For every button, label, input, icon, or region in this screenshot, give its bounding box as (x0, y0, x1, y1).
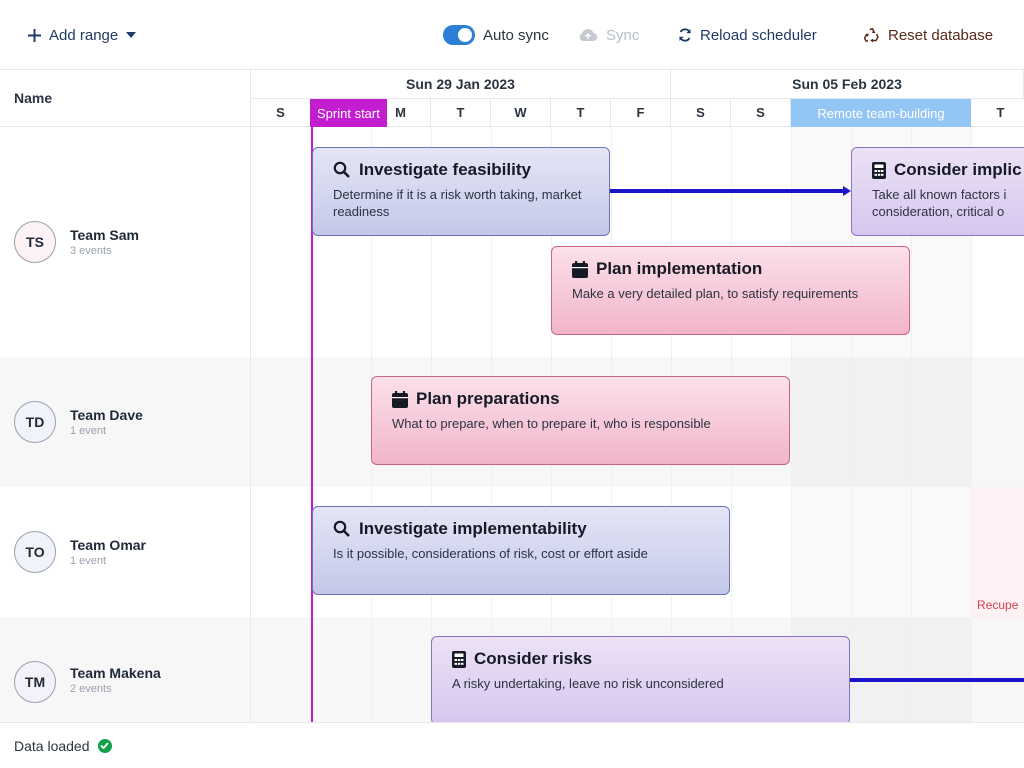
grid-line (971, 127, 972, 722)
event-title: Investigate implementability (359, 519, 587, 538)
resource-row-team-dave[interactable]: TD Team Dave 1 event (0, 357, 250, 487)
cloud-upload-icon (579, 28, 598, 42)
event-title: Consider risks (474, 649, 593, 668)
event-title: Plan implementation (596, 259, 763, 278)
event-description: A risky undertaking, leave no risk uncon… (452, 676, 724, 691)
event-description: Make a very detailed plan, to satisfy re… (572, 286, 859, 301)
search-icon (333, 161, 350, 178)
resource-row-team-makena[interactable]: TM Team Makena 2 events (0, 617, 250, 722)
day-header: M (371, 99, 431, 127)
dependency-line[interactable] (849, 678, 1024, 682)
refresh-icon (679, 28, 691, 42)
day-header: S (251, 99, 311, 127)
event-consider-risks[interactable]: Consider risks A risky undertaking, leav… (431, 636, 850, 722)
day-header: T (551, 99, 611, 127)
avatar: TO (14, 531, 56, 573)
auto-sync-label: Auto sync (483, 26, 549, 44)
sync-label: Sync (606, 26, 640, 44)
resource-pane: Name TS Team Sam 3 events TD Team Dave 1… (0, 70, 251, 722)
day-header: T (431, 99, 491, 127)
calculator-icon (452, 650, 466, 668)
grid-line (851, 127, 852, 722)
event-investigate-implementability[interactable]: Investigate implementability Is it possi… (312, 506, 730, 595)
add-range-label: Add range (49, 26, 119, 44)
dependency-arrow (843, 186, 851, 196)
resource-name: Team Makena (70, 665, 161, 681)
sync-button[interactable]: Sync (578, 24, 639, 46)
week-header: Sun 29 Jan 2023 (251, 70, 671, 99)
caret-down-icon (126, 32, 137, 38)
resource-event-count: 1 event (70, 425, 107, 437)
toolbar: Add range Auto sync Sync Reload schedule… (0, 0, 1024, 70)
add-range-button[interactable]: Add range (28, 24, 137, 46)
event-description: What to prepare, when to prepare it, who… (392, 416, 711, 431)
resource-event-count: 2 events (70, 683, 112, 695)
search-icon (333, 520, 350, 537)
calendar-icon (572, 260, 588, 278)
resource-name: Team Omar (70, 537, 146, 553)
event-title: Consider implic (894, 160, 1022, 179)
resource-row-team-sam[interactable]: TS Team Sam 3 events (0, 127, 250, 357)
event-plan-preparations[interactable]: Plan preparations What to prepare, when … (371, 376, 790, 465)
event-description: Determine if it is a risk worth taking, … (333, 187, 582, 219)
sprint-start-line[interactable] (311, 127, 313, 722)
day-header: S (731, 99, 791, 127)
reload-scheduler-button[interactable]: Reload scheduler (678, 24, 817, 46)
grid-line (911, 127, 912, 722)
calculator-icon (872, 161, 886, 179)
event-title: Investigate feasibility (359, 160, 531, 179)
reset-database-label: Reset database (888, 26, 994, 44)
resource-row-team-omar[interactable]: TO Team Omar 1 event (0, 487, 250, 617)
day-header: F (611, 99, 671, 127)
reload-scheduler-label: Reload scheduler (700, 26, 817, 44)
auto-sync-toggle[interactable]: Auto sync (443, 24, 549, 46)
recuperation-label: Recupe (977, 598, 1019, 612)
week-header: Sun 05 Feb 2023 (671, 70, 1024, 99)
day-header: S (671, 99, 731, 127)
check-circle-icon (97, 738, 112, 753)
recuperation-range[interactable] (971, 487, 1024, 618)
toggle-switch[interactable] (443, 25, 475, 45)
reset-database-button[interactable]: Reset database (864, 24, 993, 46)
avatar: TD (14, 401, 56, 443)
grid-line (791, 127, 792, 722)
sprint-start-flag[interactable]: Sprint start (310, 99, 387, 127)
event-consider-implications[interactable]: Consider implic Take all known factors i… (851, 147, 1024, 236)
resource-event-count: 1 event (70, 555, 107, 567)
event-description: Is it possible, considerations of risk, … (333, 546, 648, 561)
timeline: Sun 29 Jan 2023 Sun 05 Feb 2023 S S M T … (251, 70, 1024, 722)
day-header: W (491, 99, 551, 127)
event-description: Take all known factors i consideration, … (872, 187, 1007, 219)
dependency-line[interactable] (609, 189, 843, 193)
avatar: TS (14, 221, 56, 263)
event-title: Plan preparations (416, 389, 560, 408)
name-column-header[interactable]: Name (0, 70, 250, 127)
status-text: Data loaded (14, 737, 90, 754)
day-header: T (971, 99, 1024, 127)
event-investigate-feasibility[interactable]: Investigate feasibility Determine if it … (312, 147, 610, 236)
status-bar: Data loaded (0, 722, 1024, 768)
calendar-icon (392, 390, 408, 408)
event-plan-implementation[interactable]: Plan implementation Make a very detailed… (551, 246, 910, 335)
plus-icon (28, 28, 41, 42)
resource-event-count: 3 events (70, 245, 112, 257)
resource-name: Team Dave (70, 407, 143, 423)
resource-name: Team Sam (70, 227, 139, 243)
remote-team-building-range[interactable]: Remote team-building (791, 99, 971, 127)
recycle-icon (864, 27, 879, 42)
avatar: TM (14, 661, 56, 703)
